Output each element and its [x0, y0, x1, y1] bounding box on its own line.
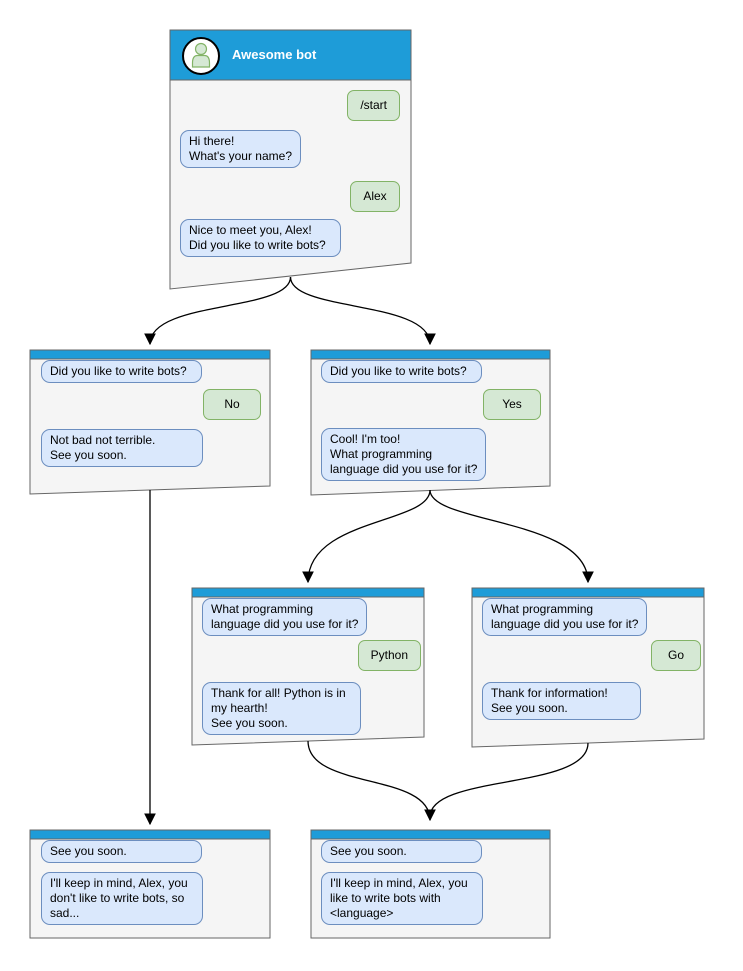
end-no-window: See you soon. I'll keep in mind, Alex, y…	[30, 830, 270, 938]
arrow-yes-to-go	[429, 489, 594, 584]
bot-message-bubble: I'll keep in mind, Alex, you don't like …	[41, 872, 203, 925]
user-message-bubble: Yes	[483, 389, 541, 420]
person-icon	[191, 42, 211, 68]
user-message-bubble: /start	[347, 90, 400, 121]
yes-window-title-bar	[310, 349, 551, 360]
arrow-yes-to-python	[302, 489, 431, 584]
bot-message-bubble: I'll keep in mind, Alex, you like to wri…	[321, 872, 483, 925]
bot-message-bubble: Cool! I'm too! What programming language…	[321, 428, 487, 481]
bot-message-bubble: Thank for all! Python is in my hearth! S…	[202, 682, 361, 735]
user-message-bubble: Go	[651, 640, 701, 671]
arrow-root-to-no	[144, 276, 292, 346]
end-no-window-title-bar	[29, 829, 271, 840]
bot-message-bubble: See you soon.	[321, 840, 482, 863]
python-window-title-bar	[191, 587, 425, 598]
bot-message-bubble: Did you like to write bots?	[321, 360, 482, 383]
user-message-bubble: No	[203, 389, 261, 420]
root-chat-window: Awesome bot /start Hi there! What's your…	[170, 30, 411, 289]
bot-message-bubble: Did you like to write bots?	[41, 360, 202, 383]
go-branch-window: What programming language did you use fo…	[472, 588, 704, 747]
bot-message-bubble: What programming language did you use fo…	[202, 598, 368, 636]
arrow-go-to-end-yes	[429, 742, 589, 818]
bot-message-bubble: Nice to meet you, Alex! Did you like to …	[180, 219, 341, 257]
user-message-bubble: Alex	[350, 181, 400, 212]
no-window-title-bar	[29, 349, 271, 360]
bot-message-bubble: Hi there! What's your name?	[180, 130, 302, 168]
bot-message-bubble: What programming language did you use fo…	[482, 598, 648, 636]
bot-message-bubble: See you soon.	[41, 840, 202, 863]
arrow-python-to-end-yes	[307, 740, 436, 822]
go-window-title-bar	[471, 587, 705, 598]
bot-message-bubble: Not bad not terrible. See you soon.	[41, 429, 203, 467]
yes-branch-window: Did you like to write bots? Yes Cool! I'…	[311, 350, 550, 495]
no-branch-window: Did you like to write bots? No Not bad n…	[30, 350, 270, 494]
end-yes-window-title-bar	[310, 829, 551, 840]
arrow-root-to-yes	[289, 276, 436, 346]
window-title: Awesome bot	[232, 47, 317, 62]
python-branch-window: What programming language did you use fo…	[192, 588, 424, 745]
bot-avatar	[182, 37, 220, 75]
end-yes-window: See you soon. I'll keep in mind, Alex, y…	[311, 830, 550, 938]
user-message-bubble: Python	[357, 640, 421, 671]
bot-message-bubble: Thank for information! See you soon.	[482, 682, 641, 720]
